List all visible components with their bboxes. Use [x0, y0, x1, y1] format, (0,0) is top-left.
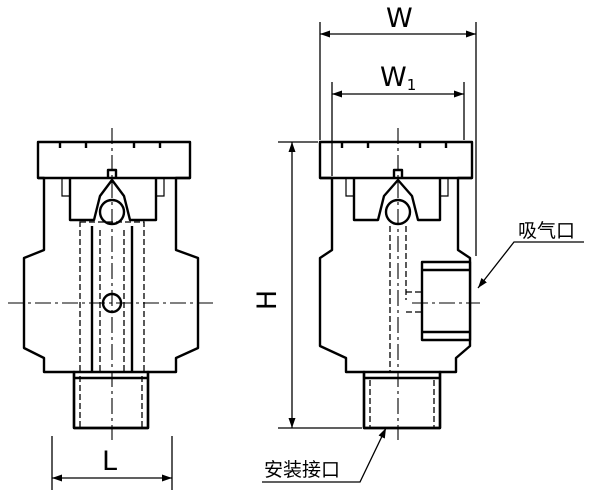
callout-air-inlet-leader: [477, 241, 584, 289]
callout-air-inlet-label: 吸气口: [518, 220, 575, 242]
dimension-l-label: L: [102, 446, 117, 477]
front-view-body-outline: [22, 140, 200, 430]
dimension-h-label: H: [252, 290, 283, 310]
dimension-w1-label: W1: [380, 62, 416, 94]
side-view-cap-notch: [340, 142, 448, 148]
front-view-cavity: [68, 178, 158, 222]
callout-install-port: 安装接口: [262, 427, 387, 483]
front-view: [8, 128, 214, 440]
front-view-cavity-inner: [61, 178, 165, 197]
front-view-cap-notch: [58, 142, 162, 148]
side-view-cavity-inner: [345, 178, 449, 197]
dimension-w-label: W: [386, 3, 413, 34]
dimension-l: L: [51, 436, 173, 490]
dimension-w: W: [319, 3, 477, 256]
side-view-lower-port: [362, 370, 442, 430]
callout-install-port-leader: [262, 427, 387, 483]
callout-air-inlet: 吸气口: [477, 220, 584, 289]
dimension-h: H: [252, 141, 362, 429]
callout-install-port-label: 安装接口: [264, 459, 340, 481]
dimension-w1: W1: [331, 62, 465, 176]
front-view-lower-port: [72, 370, 150, 430]
side-view-cavity: [352, 178, 442, 222]
side-view: [318, 128, 480, 440]
side-view-inlet-boss: [420, 260, 472, 342]
